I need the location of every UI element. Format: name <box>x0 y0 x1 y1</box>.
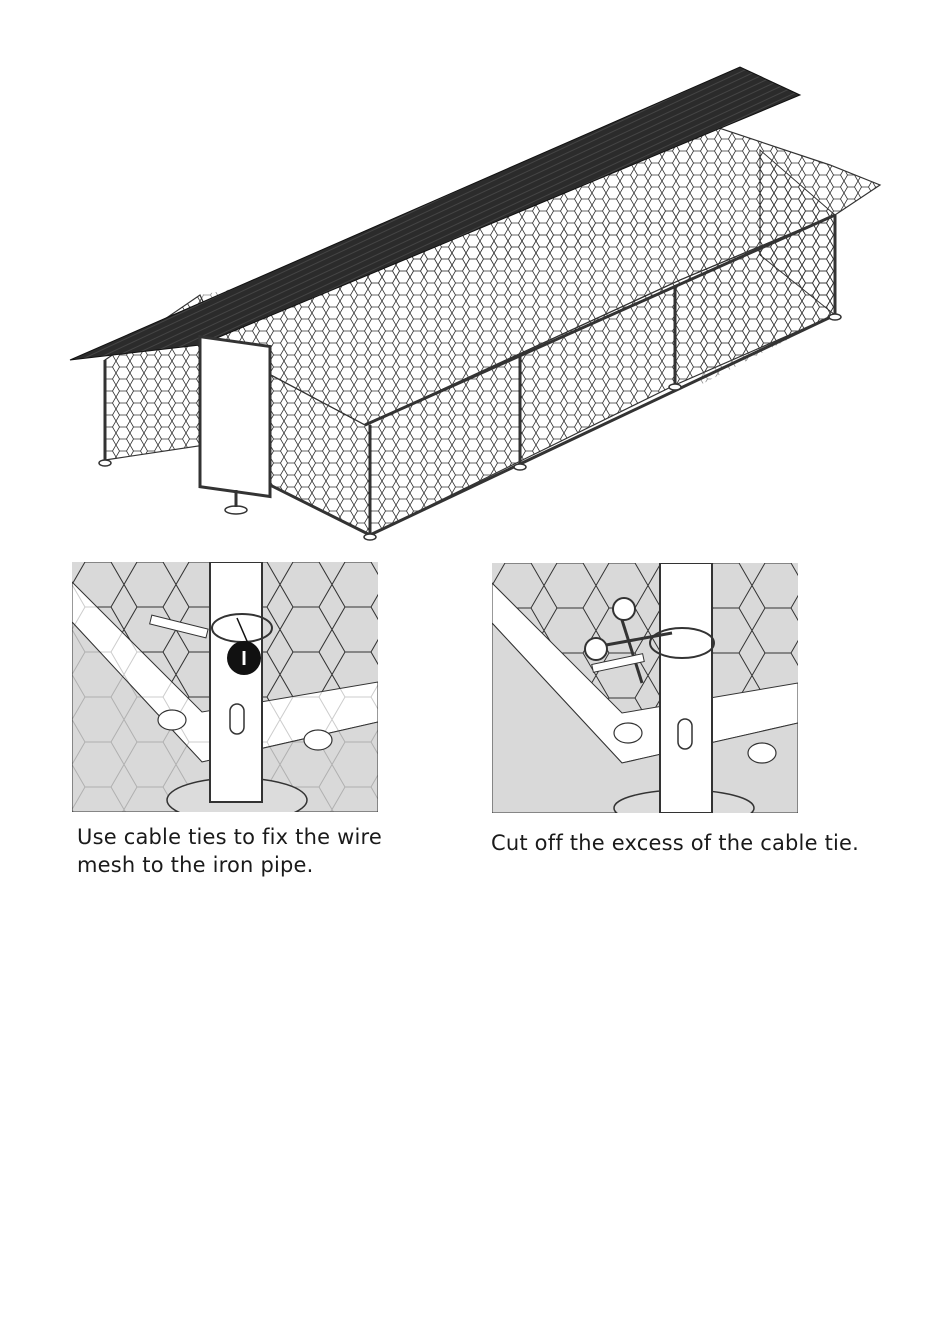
step-caption-cut-excess: Cut off the excess of the cable tie. <box>491 829 891 857</box>
cable-tie-detail: I <box>72 562 378 812</box>
cut-cable-tie-detail <box>492 563 798 813</box>
step-caption-fix-mesh: Use cable ties to fix the wire mesh to t… <box>77 823 407 879</box>
chicken-coop-illustration <box>60 55 890 545</box>
door <box>200 337 270 497</box>
callout-marker: I <box>241 648 247 670</box>
